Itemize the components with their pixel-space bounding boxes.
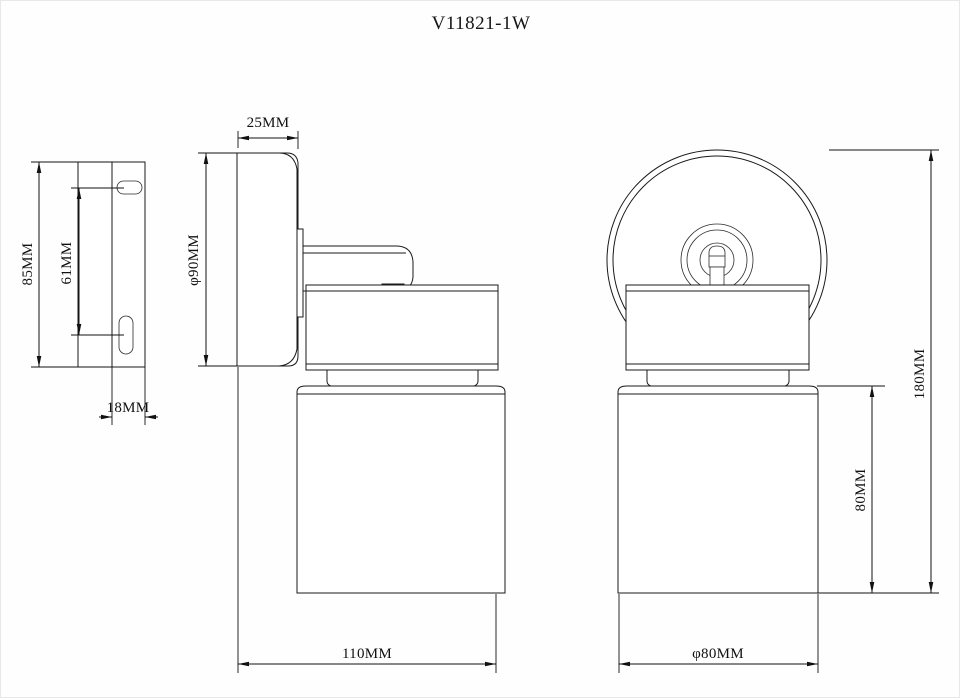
dimension-label-180mm: 180MM (912, 349, 928, 400)
dimension-80mm: 80MM (817, 385, 885, 594)
dimension-label-61mm: 61MM (59, 242, 75, 285)
dimension-diameter-80mm: φ80MM (618, 594, 819, 673)
dimension-label-18mm: 18MM (107, 400, 150, 416)
side-view-geometry (237, 153, 505, 593)
dimension-label-110mm: 110MM (342, 646, 392, 662)
left-view-geometry (78, 162, 145, 367)
dimension-61mm: 61MM (59, 187, 124, 336)
dimension-180mm: 180MM (821, 149, 939, 594)
dimension-18mm: 18MM (99, 367, 158, 425)
dimension-label-diameter-90mm: φ90MM (186, 234, 202, 286)
dimension-label-80mm: 80MM (853, 469, 869, 512)
dimension-label-diameter-80mm: φ80MM (692, 646, 744, 662)
dimension-85mm: 85MM (20, 161, 113, 368)
dimension-diameter-90mm: φ90MM (186, 152, 239, 367)
dimension-110mm: 110MM (237, 367, 497, 673)
front-view-geometry (607, 150, 827, 593)
page-title: V11821-1W (431, 13, 531, 34)
dimension-25mm: 25MM (237, 115, 299, 149)
dimension-label-85mm: 85MM (20, 243, 36, 286)
dimension-label-25mm: 25MM (247, 115, 290, 131)
